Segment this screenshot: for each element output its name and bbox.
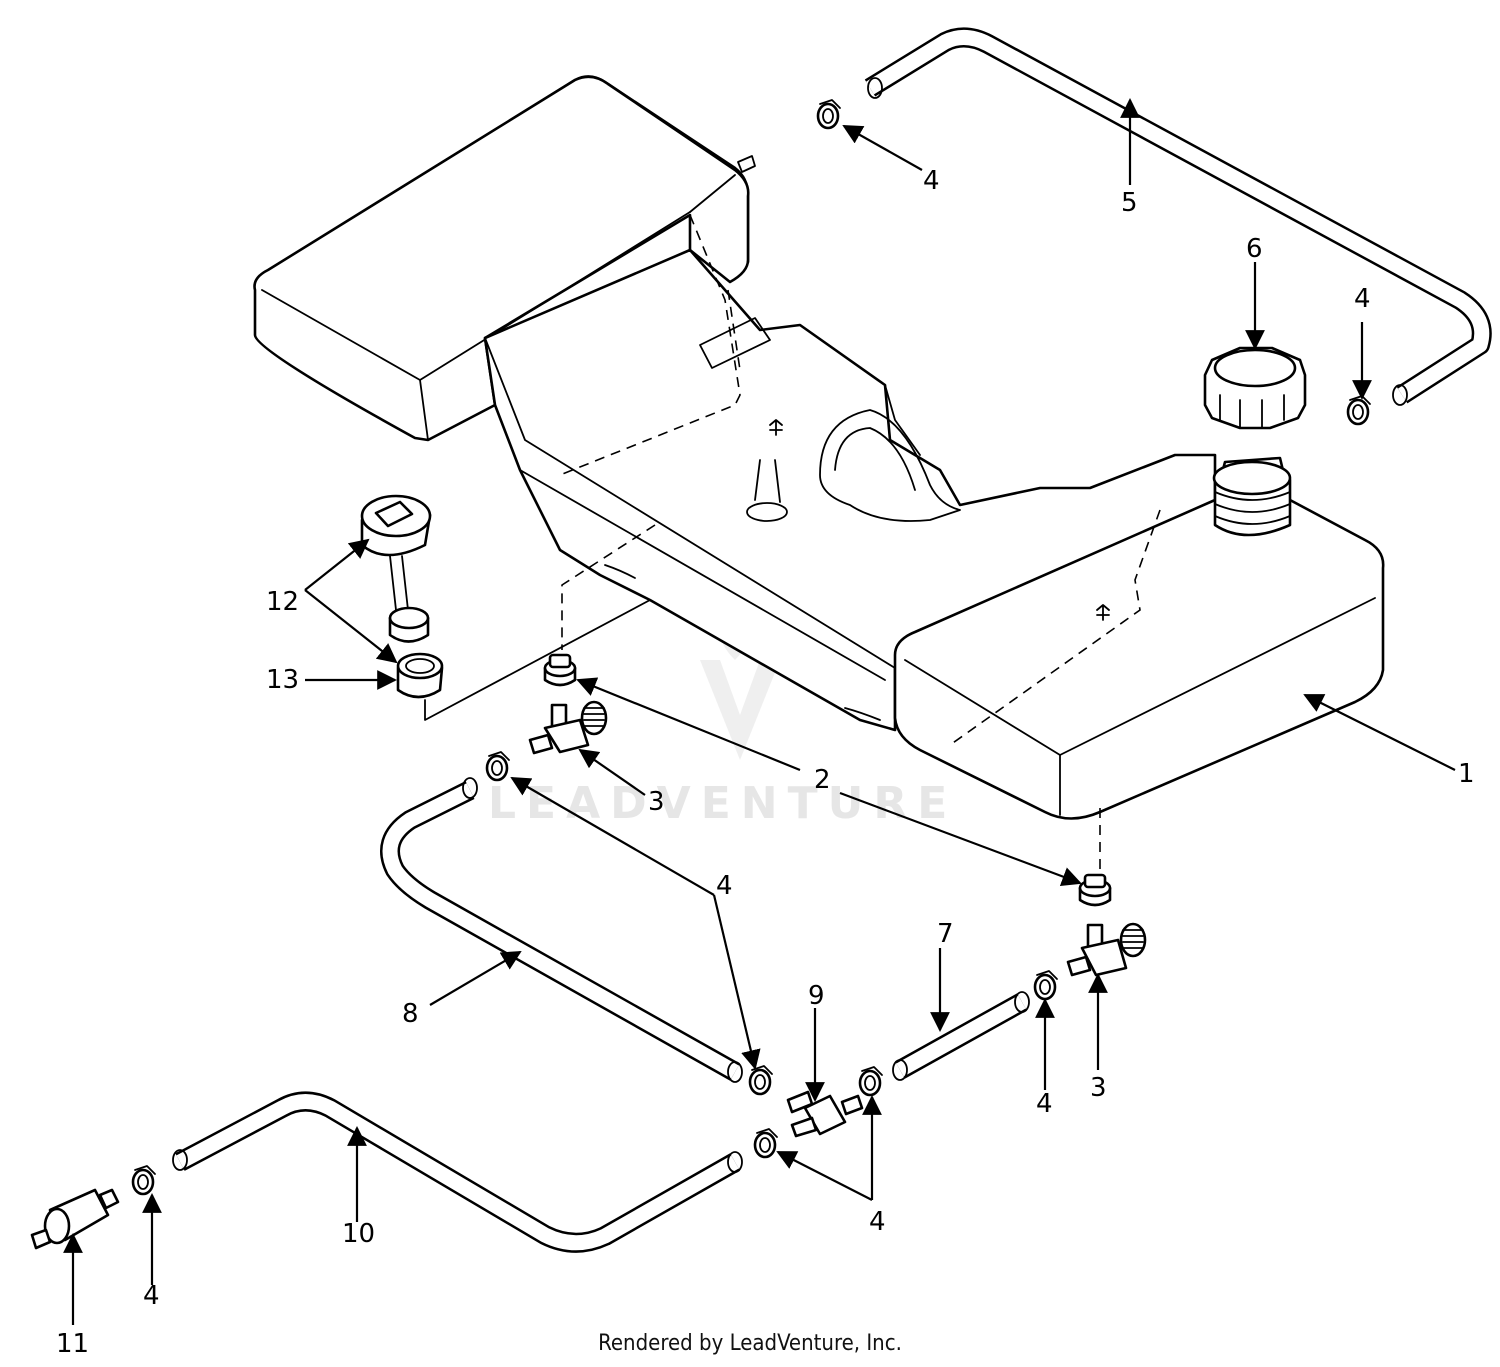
fuel-hose-lower [172,1091,743,1253]
shut-off-valve [528,700,608,755]
fuel-filter [30,1188,120,1250]
footer-credit: Rendered by LeadVenture, Inc. [598,1331,902,1356]
callout-1: 1 [1458,759,1475,789]
fuel-cap [1203,346,1307,430]
tee-fitting [786,1090,864,1138]
gauge-grommet [396,652,444,699]
callout-10: 10 [342,1219,375,1249]
fuel-tank [253,75,1385,870]
callout-13: 13 [266,665,299,695]
hose-clamp [753,1128,778,1159]
callout-3: 3 [648,787,665,817]
callout-4: 4 [716,871,733,901]
fuel-hose-left [380,777,743,1083]
tank-bushing [1078,873,1112,907]
callout-9: 9 [808,981,825,1011]
hose-clamp [131,1165,156,1196]
callout-11: 11 [56,1329,89,1359]
hose-clamp [1033,970,1058,1001]
hose-clamp [1346,395,1371,426]
callout-4: 4 [143,1281,160,1311]
watermark-text: LEADVENTURE [488,778,957,829]
callout-12: 12 [266,587,299,617]
callout-4: 4 [923,166,940,196]
vent-hose [864,27,1492,406]
hose-clamp [485,751,510,782]
fuel-hose-right [892,991,1030,1081]
shut-off-valve [1066,922,1147,977]
callout-4: 4 [1354,284,1371,314]
hose-clamp [816,99,841,130]
callout-3: 3 [1090,1073,1107,1103]
callout-4: 4 [1036,1089,1053,1119]
callout-leaders [63,98,1456,1325]
hose-clamp [858,1066,883,1097]
callout-6: 6 [1246,234,1263,264]
callout-4: 4 [869,1207,886,1237]
callout-5: 5 [1121,188,1138,218]
callout-7: 7 [937,919,954,949]
fuel-gauge [360,494,432,643]
callout-numbers: 1 2 3 3 4 4 4 4 4 4 5 6 7 8 9 10 11 12 1… [56,166,1475,1359]
hose-clamp [748,1065,773,1096]
callout-2: 2 [814,765,831,795]
tank-bushing [543,653,577,687]
callout-8: 8 [402,999,419,1029]
